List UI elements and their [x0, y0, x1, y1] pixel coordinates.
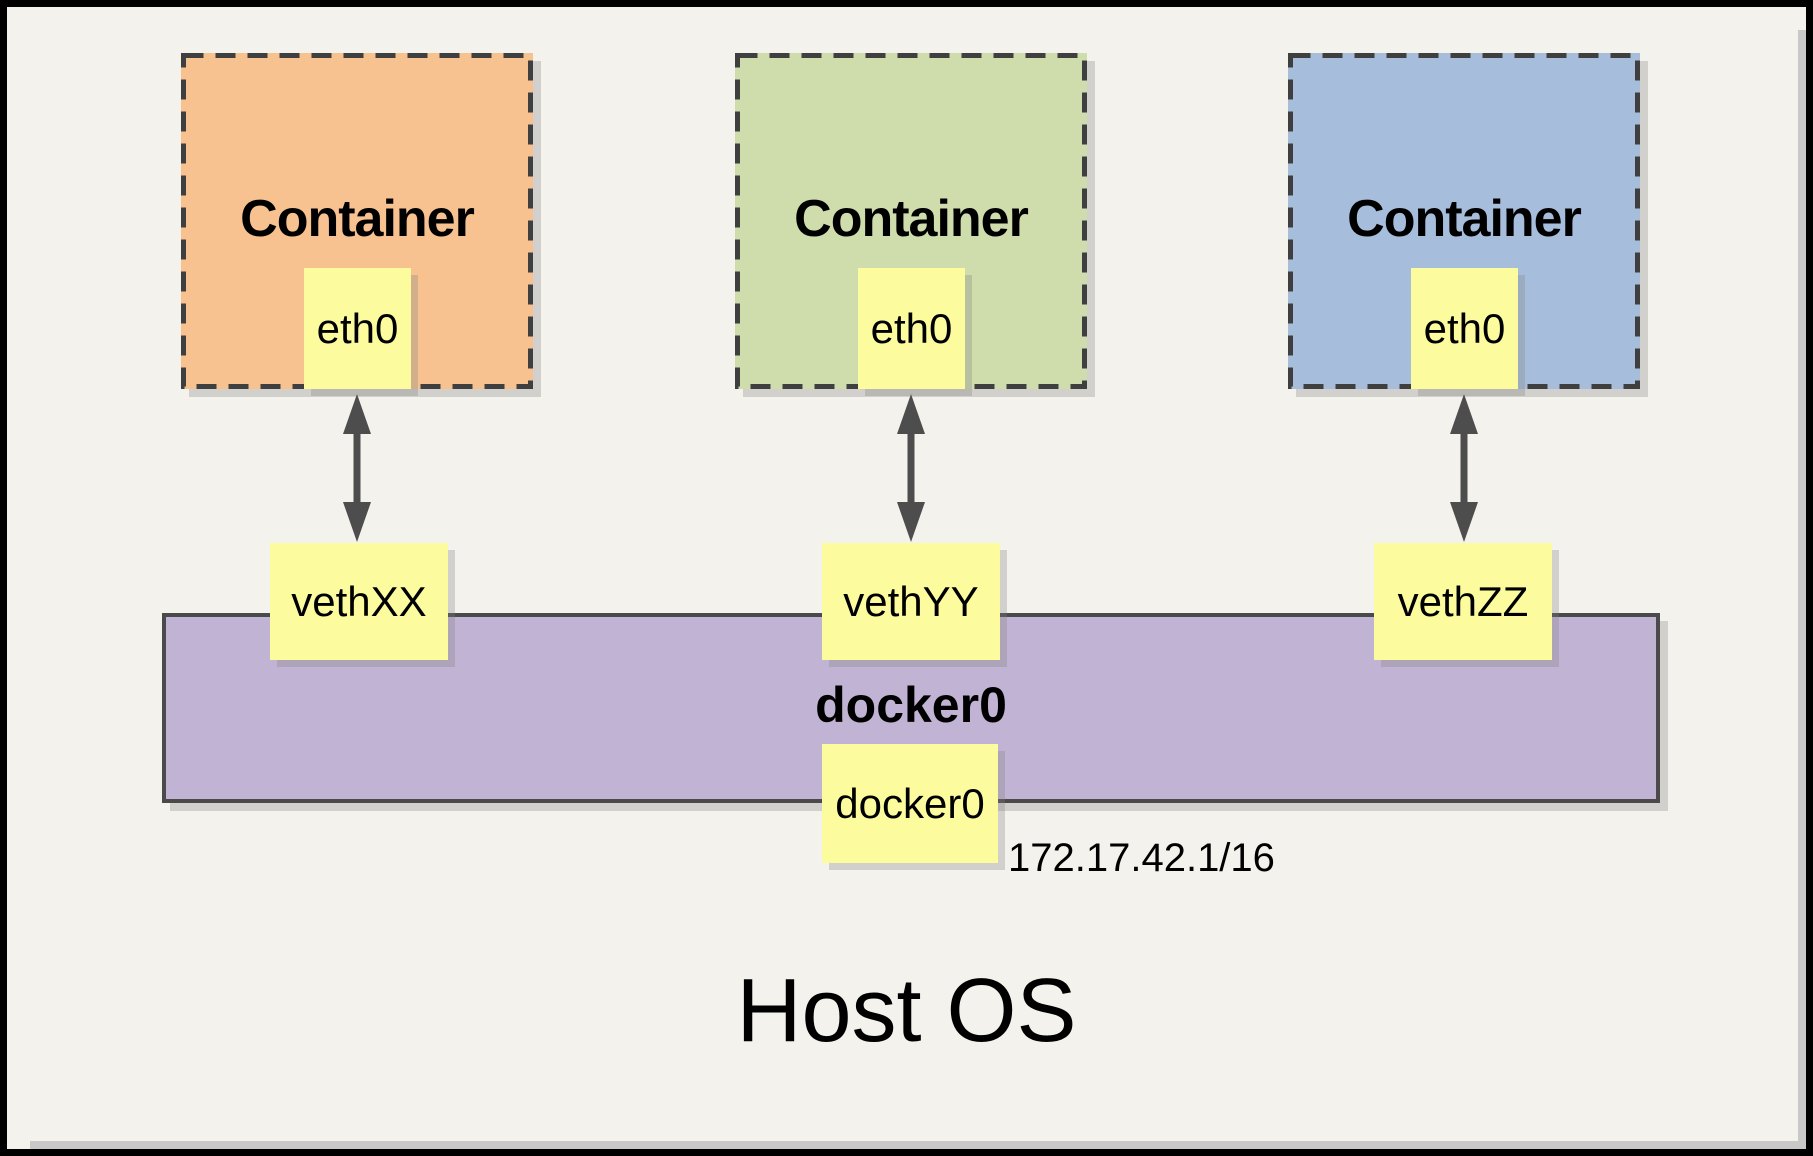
- eth0-interface-label: eth0: [1423, 304, 1506, 352]
- panel-shadow: [30, 1141, 1806, 1149]
- eth0-interface-box: eth0: [858, 268, 965, 389]
- vethzz-label: vethZZ: [1397, 577, 1529, 625]
- docker0-interface-label: docker0: [835, 779, 985, 827]
- host-os-label: Host OS: [736, 961, 1077, 1061]
- container-box-1: Container eth0: [181, 53, 533, 389]
- vethxx-label: vethXX: [291, 577, 427, 625]
- vethzz-box: vethZZ: [1374, 543, 1552, 660]
- eth0-interface-label: eth0: [316, 304, 399, 352]
- docker0-bridge-label: docker0: [815, 677, 1007, 733]
- bidirectional-arrow-icon: [897, 394, 925, 542]
- panel-shadow: [1798, 30, 1806, 1149]
- vethyy-box: vethYY: [822, 543, 1000, 660]
- container-label: Container: [240, 190, 475, 248]
- eth0-interface-box: eth0: [304, 268, 411, 389]
- docker0-interface-box: docker0: [822, 744, 998, 863]
- container-box-3: Container eth0: [1288, 53, 1640, 389]
- bridge-ip-label: 172.17.42.1/16: [1008, 836, 1275, 880]
- eth0-interface-box: eth0: [1411, 268, 1518, 389]
- container-label: Container: [794, 190, 1029, 248]
- bidirectional-arrow-icon: [343, 394, 371, 542]
- vethyy-label: vethYY: [843, 577, 979, 625]
- eth0-interface-label: eth0: [870, 304, 953, 352]
- vethxx-box: vethXX: [270, 543, 448, 660]
- bidirectional-arrow-icon: [1450, 394, 1478, 542]
- container-label: Container: [1347, 190, 1582, 248]
- container-box-2: Container eth0: [735, 53, 1087, 389]
